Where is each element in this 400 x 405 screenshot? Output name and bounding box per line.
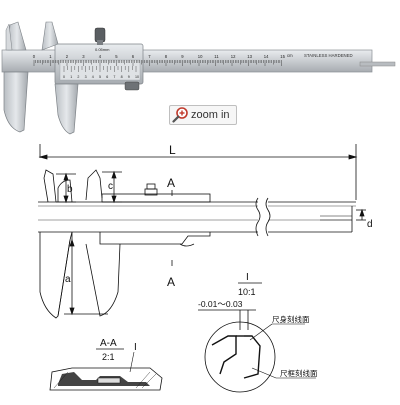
note-frame-edge: 尺框刻线面 (280, 368, 318, 378)
vernier-numbers: 0 1 2 3 4 5 6 7 8 9 10 (63, 75, 139, 79)
main-scale-number: 14 (264, 54, 269, 59)
vernier-number: 9 (128, 75, 130, 79)
main-scale-number: 0 (33, 54, 36, 59)
main-scale-number: 1 (49, 54, 52, 59)
vernier-number: 2 (77, 75, 79, 79)
dimension-d (356, 208, 366, 221)
main-scale-number: 2 (66, 54, 69, 59)
tolerance-dimension (198, 309, 256, 330)
section-view (49, 367, 163, 391)
vernier-number: 8 (121, 75, 123, 79)
vernier-number: 7 (113, 75, 115, 79)
vernier-number: 6 (106, 75, 108, 79)
main-scale-number: 6 (132, 54, 135, 59)
vernier-number: 4 (92, 75, 94, 79)
section-scale: 2:1 (102, 352, 115, 362)
vernier-ticks (63, 66, 137, 72)
lock-screw-neck (97, 40, 103, 45)
fixed-inside-jaw-outline (43, 169, 73, 203)
section-mark-top: A (167, 176, 175, 190)
detail-circle (204, 321, 276, 393)
section-ref-leader (129, 351, 135, 373)
technical-drawing-graphic: L d (38, 143, 373, 393)
dim-a-label: a (65, 274, 71, 285)
dim-d-label: d (367, 219, 373, 230)
vernier-number: 5 (99, 75, 101, 79)
main-scale-number: 5 (115, 54, 118, 59)
lock-screw (94, 27, 106, 43)
dimension-c (102, 170, 122, 204)
detail-scale-label: 10:1 (238, 287, 256, 297)
note-scale-edge: 尺身刻线面 (272, 314, 310, 324)
vernier-number: 10 (135, 75, 139, 79)
zoom-in-button[interactable]: zoom in (169, 105, 237, 125)
section-title: A-A (100, 338, 117, 349)
moving-inside-jaw-outline (85, 169, 211, 203)
dimension-a (64, 232, 108, 316)
moving-inside-jaw (41, 21, 59, 51)
vernier-label: 0.05mm (95, 47, 110, 52)
zoom-in-label: zoom in (191, 109, 230, 121)
main-scale-number: 8 (165, 54, 168, 59)
tolerance-label: -0.01～0.03 (198, 299, 243, 309)
main-scale-number: 3 (82, 54, 85, 59)
main-scale-number: 7 (148, 54, 151, 59)
technical-drawing: L d (0, 140, 400, 400)
depth-rod (359, 61, 396, 67)
main-scale-number: 9 (181, 54, 184, 59)
fixed-inside-jaw-edge (5, 23, 13, 51)
fixed-outside-jaw-outline (39, 231, 73, 319)
moving-outside-jaw-outline (85, 243, 121, 317)
main-scale-number: 12 (231, 54, 236, 59)
dimension-L (38, 144, 358, 200)
dim-c-label: c (108, 181, 113, 192)
detail-ref-label: I (246, 272, 249, 283)
main-scale-number: 10 (198, 54, 203, 59)
fixed-outside-jaw (3, 71, 29, 133)
magnifier-plus-icon (172, 107, 188, 123)
dim-b-label: b (67, 184, 73, 195)
beam-outline (38, 197, 356, 237)
main-scale-number: 15 (280, 54, 285, 59)
main-scale-number: 13 (247, 54, 252, 59)
dim-L-label: L (169, 143, 176, 157)
main-scale-number: 11 (214, 54, 219, 59)
moving-outside-jaw (54, 83, 79, 135)
thumb-roller (124, 81, 140, 91)
vernier-number: 3 (85, 75, 87, 79)
section-mark-bottom: A (167, 275, 175, 289)
main-scale-number: 4 (99, 54, 102, 59)
brand-text: STAINLESS HARDENED (304, 53, 353, 58)
dimension-b (56, 172, 76, 204)
unit-label: cm (287, 53, 293, 58)
vernier-number: 0 (63, 75, 65, 79)
vernier-number: 1 (70, 75, 72, 79)
slider-body (99, 232, 211, 247)
main-scale-ticks (33, 60, 282, 66)
slider-screw (144, 183, 158, 196)
section-ref: I (134, 342, 137, 353)
leader-lines (249, 323, 316, 379)
